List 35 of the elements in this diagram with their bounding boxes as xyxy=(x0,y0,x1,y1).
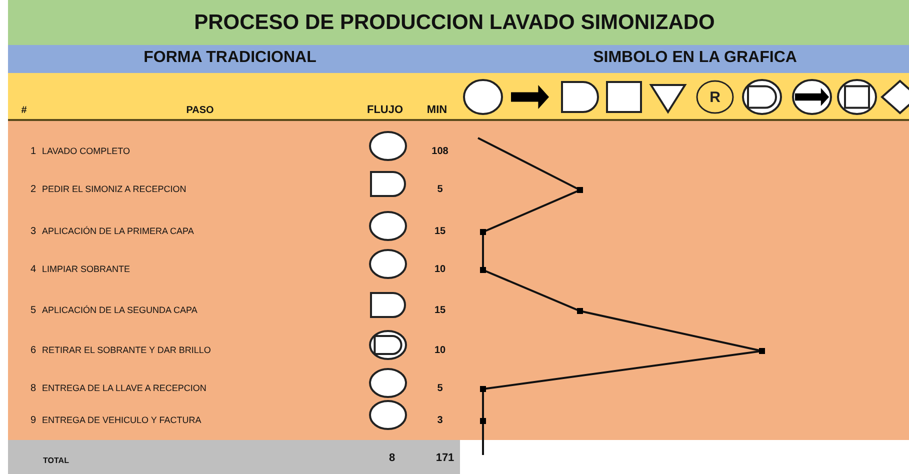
minutes-value: 5 xyxy=(437,184,443,194)
step-number: 3 xyxy=(30,226,36,236)
step-description: ENTREGA DE VEHICULO Y FACTURA xyxy=(42,416,202,426)
step-number: 2 xyxy=(30,184,36,194)
minutes-value: 15 xyxy=(434,306,446,316)
step-description: PEDIR EL SIMONIZ A RECEPCION xyxy=(42,185,186,194)
column-header: FLUJO xyxy=(366,104,404,116)
total-minutes: 171 xyxy=(436,452,454,464)
minutes-value: 5 xyxy=(437,384,443,394)
step-number: 8 xyxy=(30,384,36,394)
r-symbol: R xyxy=(695,79,735,115)
column-header: # xyxy=(21,106,27,116)
total-label: TOTAL xyxy=(43,456,69,465)
minutes-value: 3 xyxy=(437,416,443,426)
step-number: 1 xyxy=(30,146,36,156)
step-description: ENTREGA DE LA LLAVE A RECEPCION xyxy=(42,384,206,394)
total-steps: 8 xyxy=(388,452,396,464)
column-header: PASO xyxy=(186,106,214,116)
title: PROCESO DE PRODUCCION LAVADO SIMONIZADO xyxy=(193,12,716,33)
step-description: RETIRAR EL SOBRANTE Y DAR BRILLO xyxy=(42,346,211,356)
section-heading: FORMA TRADICIONAL xyxy=(144,50,316,66)
section-heading: SIMBOLO EN LA GRAFICA xyxy=(593,50,797,66)
step-description: APLICACIÓN DE LA SEGUNDA CAPA xyxy=(42,306,198,316)
minutes-value: 108 xyxy=(432,146,448,156)
step-description: LIMPIAR SOBRANTE xyxy=(42,265,130,274)
step-description: LAVADO COMPLETO xyxy=(42,147,130,156)
minutes-value: 10 xyxy=(434,264,446,274)
minutes-value: 15 xyxy=(434,226,446,236)
minutes-value: 10 xyxy=(434,346,446,356)
step-number: 5 xyxy=(30,306,36,316)
column-header: MIN xyxy=(426,104,448,116)
step-number: 9 xyxy=(30,416,36,426)
step-description: APLICACIÓN DE LA PRIMERA CAPA xyxy=(42,227,194,236)
step-number: 6 xyxy=(30,346,36,356)
step-number: 4 xyxy=(30,264,36,274)
